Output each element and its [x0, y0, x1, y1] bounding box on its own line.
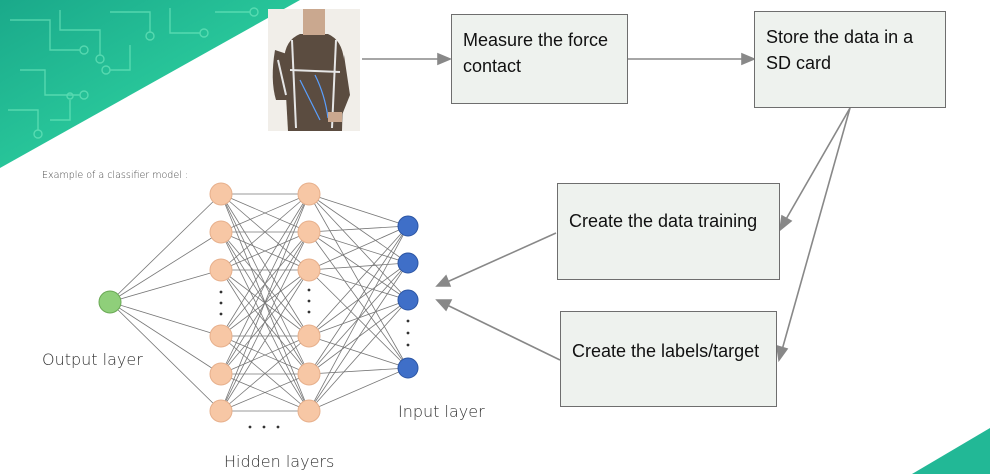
circuit-corner-decoration: [0, 0, 300, 168]
arrowhead-icon: [741, 52, 757, 66]
network-edge: [308, 262, 409, 271]
hidden-node: [209, 182, 233, 206]
input-node: [397, 252, 419, 274]
network-edge: [109, 231, 222, 303]
measure-step-box: Measure the force contact: [451, 14, 628, 104]
output-layer-label: Output layer: [42, 350, 143, 369]
hidden-node: [209, 399, 233, 423]
network-edge: [109, 193, 222, 303]
labels-step-box: Create the labels/target: [560, 311, 777, 407]
person-with-sensors-photo: [268, 9, 360, 131]
input-node: [397, 289, 419, 311]
network-edge: [308, 225, 409, 375]
arrow-store-to-labels: [781, 107, 851, 351]
network-edge: [220, 193, 310, 375]
network-edge: [220, 373, 310, 412]
network-edge: [308, 225, 409, 233]
network-edge: [220, 193, 310, 271]
hidden-node: [209, 362, 233, 386]
arrowhead-icon: [778, 214, 793, 232]
network-edge: [308, 335, 409, 369]
network-edge: [220, 193, 310, 337]
train-step-box: Create the data training: [557, 183, 780, 280]
hidden-node: [209, 324, 233, 348]
network-edge: [308, 367, 409, 412]
train-step-label: Create the data training: [569, 211, 758, 231]
network-edge: [308, 269, 409, 301]
hidden-node: [297, 258, 321, 282]
network-edge: [109, 301, 222, 337]
store-step-label: Store the data in a SD card: [766, 27, 914, 73]
network-nodes: [98, 182, 419, 423]
network-edge: [109, 301, 222, 412]
network-edge: [220, 193, 310, 412]
network-edge: [220, 193, 310, 233]
network-edge: [308, 193, 409, 264]
arrow-labels-to-network: [446, 304, 561, 361]
network-edge: [308, 225, 409, 337]
flow-arrows: [362, 52, 851, 363]
hidden-node: [297, 182, 321, 206]
arrowhead-icon: [437, 52, 453, 66]
input-node: [397, 215, 419, 237]
labels-step-label: Create the labels/target: [572, 341, 760, 361]
hidden-node: [209, 220, 233, 244]
network-edge: [308, 225, 409, 412]
input-layer-label: Input layer: [398, 402, 485, 421]
arrowhead-icon: [435, 299, 453, 312]
network-edge: [308, 193, 409, 227]
network-edge: [220, 269, 310, 412]
network-edge: [308, 231, 409, 264]
hidden-node: [297, 324, 321, 348]
hidden-node: [297, 399, 321, 423]
network-edge: [308, 299, 409, 412]
network-edge: [308, 367, 409, 375]
arrowhead-icon: [776, 344, 789, 363]
store-step-box: Store the data in a SD card: [754, 11, 946, 108]
hidden-node: [297, 362, 321, 386]
arrow-store-to-train: [784, 107, 851, 222]
hidden-node: [297, 220, 321, 244]
measure-step-label: Measure the force contact: [463, 30, 609, 76]
network-edge: [308, 225, 409, 271]
network-caption: Example of a classifier model :: [42, 170, 189, 181]
input-node: [397, 357, 419, 379]
network-edge: [220, 335, 310, 412]
network-edge: [220, 231, 310, 271]
network-edge: [308, 262, 409, 412]
hidden-node: [209, 258, 233, 282]
arrow-train-to-network: [446, 232, 557, 283]
output-node: [98, 290, 122, 314]
hidden-layers-label: Hidden layers: [224, 452, 335, 471]
ellipsis-dots: [219, 288, 410, 429]
network-connections: [109, 193, 409, 412]
arrowhead-icon: [435, 274, 452, 287]
network-edge: [109, 301, 222, 375]
network-edge: [308, 193, 409, 301]
network-edge: [109, 269, 222, 303]
teal-corner-decoration: [912, 428, 990, 474]
network-edge: [308, 231, 409, 301]
network-edge: [220, 231, 310, 412]
network-edge: [220, 335, 310, 375]
